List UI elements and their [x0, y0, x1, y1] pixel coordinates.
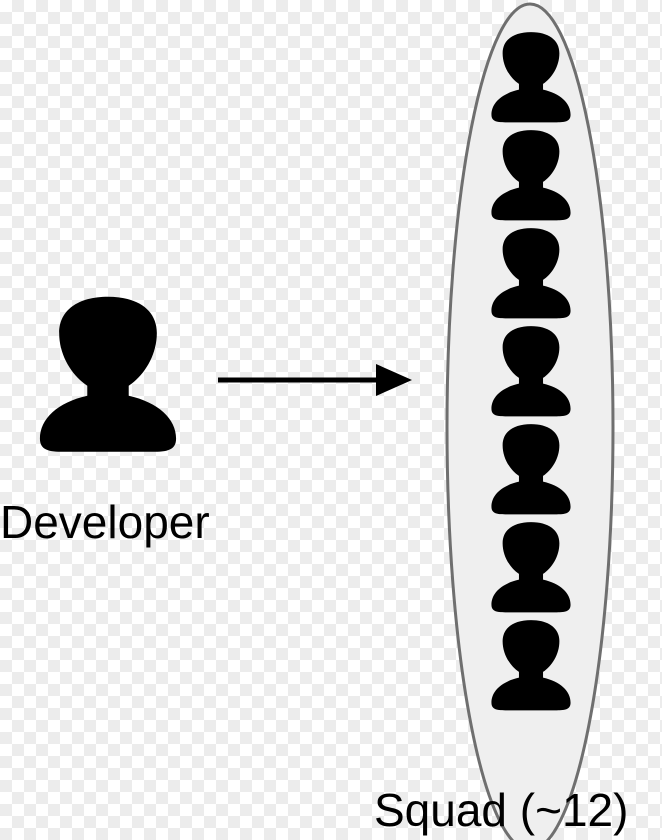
squad-member-person-icon	[491, 228, 571, 319]
developer-person-icon	[39, 296, 177, 452]
developer-label: Developer	[0, 496, 210, 548]
squad-ellipse	[445, 2, 615, 840]
squad-members	[491, 32, 571, 711]
squad-member-person-icon	[491, 522, 571, 613]
squad-member-person-icon	[491, 32, 571, 123]
arrow-right-icon	[218, 364, 412, 396]
squad-member-person-icon	[491, 424, 571, 515]
squad-member-person-icon	[491, 130, 571, 221]
squad-member-person-icon	[491, 620, 571, 711]
squad-label: Squad (~12)	[374, 784, 629, 836]
squad-member-person-icon	[491, 326, 571, 417]
